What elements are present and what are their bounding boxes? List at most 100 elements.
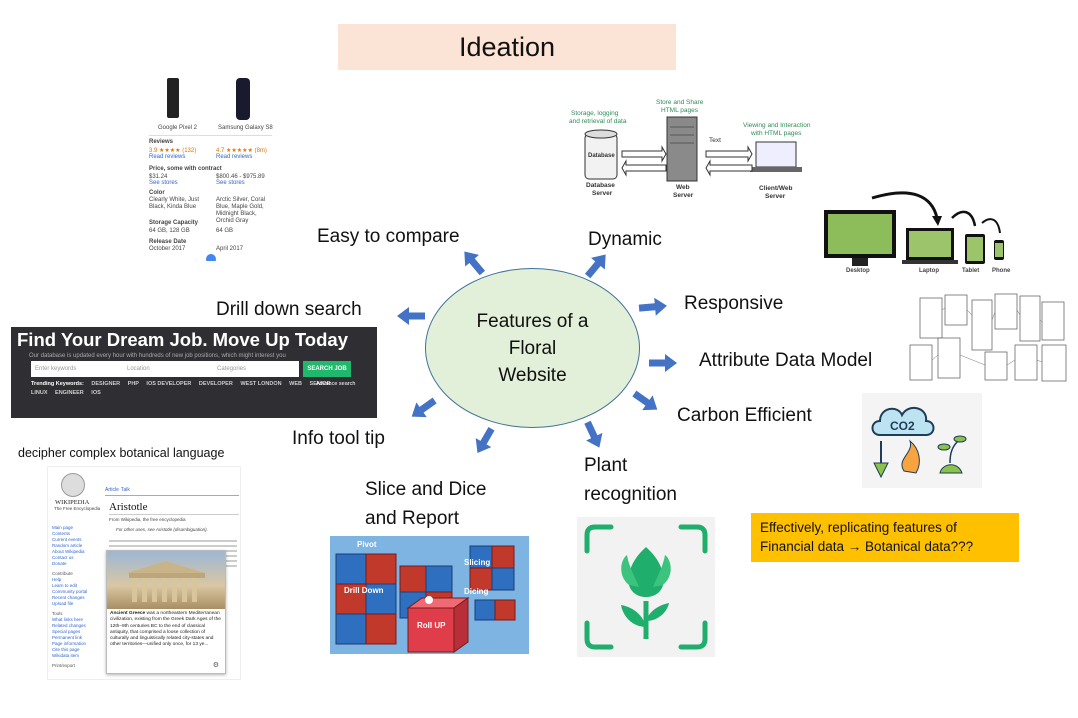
- text-label: Text: [709, 137, 721, 144]
- roll-up-cube: [407, 607, 455, 653]
- center-line-1: Features of a: [476, 310, 589, 332]
- slicing-label: Slicing: [464, 558, 491, 567]
- web-server-label-1: Web: [676, 184, 690, 191]
- wiki-side-link[interactable]: Upload file: [52, 601, 74, 606]
- gear-icon[interactable]: ⚙: [212, 662, 219, 669]
- note-line-2: Financial data → Botanical data???: [760, 539, 974, 554]
- categories-select[interactable]: Categories: [213, 361, 299, 377]
- article-other-uses: For other uses, see Aristotle (disambigu…: [116, 527, 208, 532]
- decipher-label: decipher complex botanical language: [18, 446, 225, 460]
- keyword-chip[interactable]: ENGINEER: [55, 390, 84, 396]
- tulip-icon: [621, 547, 671, 639]
- color-1: Clearly White, Just Black, Kinda Blue: [149, 197, 200, 210]
- feature-dynamic: Dynamic: [588, 229, 662, 250]
- cube-left: [335, 553, 397, 645]
- soil-mound-icon: [939, 464, 963, 474]
- wiki-side-link[interactable]: Help: [52, 577, 62, 582]
- feature-easy-to-compare: Easy to compare: [317, 226, 460, 247]
- release-1: October 2017: [149, 246, 186, 252]
- keywords-input[interactable]: Enter keywords: [31, 361, 127, 377]
- keyword-chip[interactable]: WEST LONDON: [240, 381, 282, 387]
- color-header: Color: [149, 190, 165, 196]
- wiki-side-link[interactable]: Community portal: [52, 589, 88, 594]
- arrow-easy-compare: [457, 245, 490, 279]
- job-search-thumbnail: Find Your Dream Job. Move Up Today Our d…: [11, 327, 377, 418]
- plant-recognition-thumbnail: [577, 517, 715, 657]
- feature-attribute-data-model: Attribute Data Model: [699, 350, 873, 371]
- wiki-side-link[interactable]: Special pages: [52, 629, 81, 634]
- wikipedia-globe-icon: [61, 473, 85, 497]
- cube-svg: [330, 536, 529, 654]
- keyword-chip[interactable]: LINUX: [31, 390, 48, 396]
- server-diagram-thumbnail: Storage, logging and retrieval of data S…: [566, 97, 816, 204]
- color-2: Arctic Silver, Coral Blue, Maple Gold, M…: [216, 197, 266, 224]
- storage-header: Storage Capacity: [149, 220, 199, 226]
- phone-1-image: [167, 78, 179, 118]
- advance-search-link[interactable]: Advance search: [316, 381, 356, 387]
- wiki-side-link[interactable]: Contents: [52, 531, 71, 536]
- rating-2: 4.7 ★★★★★ (8m): [216, 148, 267, 154]
- wiki-side-link[interactable]: Current events: [52, 537, 82, 542]
- laptop-icon: [755, 141, 797, 168]
- feature-plant-recognition-line2: recognition: [584, 484, 677, 505]
- phone-2-name: Samsung Galaxy S8: [218, 125, 273, 131]
- keyword-chip[interactable]: DESIGNER: [91, 381, 121, 387]
- wiki-side-link[interactable]: Learn to edit: [52, 583, 78, 588]
- release-2: April 2017: [216, 246, 244, 252]
- wiki-side-link[interactable]: Donate: [52, 561, 67, 566]
- keyword-chip[interactable]: WEB: [289, 381, 302, 387]
- scan-frame-icon: [584, 524, 708, 650]
- arrow-slice-dice: [469, 424, 500, 458]
- tab-talk[interactable]: Talk: [121, 487, 130, 493]
- see-stores-1: See stores: [149, 180, 178, 186]
- wiki-side-link[interactable]: Page information: [52, 641, 87, 646]
- categories-placeholder: Categories: [217, 366, 247, 372]
- wiki-side-heading: Tools: [52, 611, 63, 616]
- location-input[interactable]: Location: [123, 361, 218, 377]
- client-label-1: Client/Web: [759, 185, 793, 192]
- keyword-chip[interactable]: IOS DEVELOPER: [146, 381, 192, 387]
- keyword-chip[interactable]: DEVELOPER: [198, 381, 233, 387]
- keyword-chip[interactable]: IOS: [91, 390, 101, 396]
- wiki-side-link[interactable]: Main page: [52, 525, 74, 530]
- phone-label: Phone: [992, 268, 1011, 274]
- price-2: $800.46 - $975.89: [216, 174, 265, 180]
- see-stores-2: See stores: [216, 180, 245, 186]
- scroll-dot: [206, 254, 216, 261]
- search-job-button[interactable]: SEARCH JOB: [303, 361, 351, 377]
- devices-svg: [824, 191, 1004, 266]
- trending-keywords-row: Trending Keywords: DESIGNER PHP IOS DEVE…: [31, 381, 331, 387]
- wiki-side-link[interactable]: Related changes: [52, 623, 86, 628]
- page-title: Ideation: [338, 24, 676, 70]
- wiki-side-link[interactable]: Wikidata item: [52, 653, 80, 658]
- responsive-devices-thumbnail: Desktop Laptop Tablet Phone: [822, 188, 1022, 278]
- info-tooltip-popup: Ancient Greece was a northeastern Medite…: [106, 550, 226, 674]
- arrow-plant-recognition: [579, 418, 608, 452]
- wiki-side-link[interactable]: Permanent link: [52, 635, 83, 640]
- wiki-side-link[interactable]: Cite this page: [52, 647, 80, 652]
- client-label-2: Server: [765, 193, 786, 200]
- popup-title: Ancient Greece: [110, 611, 146, 616]
- viewing-label-1: Viewing and Interaction: [743, 122, 811, 129]
- flame-icon: [901, 439, 920, 474]
- pivot-label: Pivot: [357, 540, 377, 549]
- web-server-icon: [666, 116, 698, 182]
- read-reviews-2: Read reviews: [216, 154, 253, 160]
- keyword-chip[interactable]: SENIOR: [309, 381, 331, 387]
- keyword-chip[interactable]: PHP: [127, 381, 139, 387]
- database-label: Database: [588, 153, 615, 159]
- reviews-header: Reviews: [149, 139, 174, 145]
- slice-dice-thumbnail: Pivot Drill Down Slicing Dicing Roll UP: [330, 536, 529, 654]
- location-placeholder: Location: [127, 366, 150, 372]
- wiki-side-heading: Contribute: [52, 571, 73, 576]
- wiki-side-link[interactable]: Recent changes: [52, 595, 85, 600]
- wiki-side-link[interactable]: Contact us: [52, 555, 74, 560]
- tab-article[interactable]: Article: [105, 487, 119, 493]
- job-headline: Find Your Dream Job. Move Up Today: [17, 329, 348, 350]
- central-ellipse: Features of a Floral Website: [425, 268, 640, 428]
- job-subtext: Our database is updated every hour with …: [29, 353, 286, 359]
- wiki-side-link[interactable]: What links here: [52, 617, 84, 622]
- wiki-side-link[interactable]: Random article: [52, 543, 83, 548]
- wiki-side-link[interactable]: About Wikipedia: [52, 549, 85, 554]
- plant-app-svg: [584, 524, 708, 650]
